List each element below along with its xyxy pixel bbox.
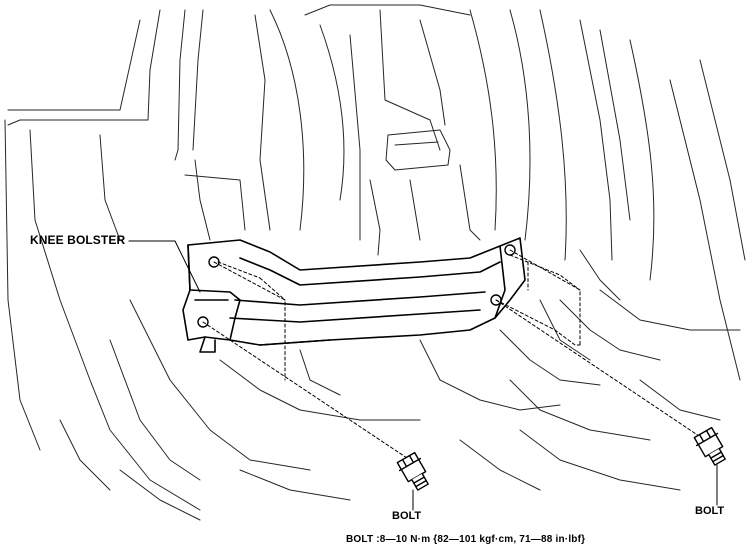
bolt-holes <box>197 244 516 328</box>
dashboard-background-outline <box>4 4 746 521</box>
installation-guide-lines <box>202 249 706 461</box>
knee-bolster-leader <box>128 240 201 293</box>
bolt-hole-lower-left <box>197 316 209 328</box>
knee-bolster-part <box>182 237 526 353</box>
bolt-left-icon <box>396 451 429 491</box>
bolt-left-label: BOLT <box>392 510 422 522</box>
bolt-right-icon <box>693 426 726 466</box>
bolt-hole-lower-right <box>490 294 502 306</box>
torque-specification: BOLT :8—10 N·m {82—101 kgf·cm, 71—88 in·… <box>346 534 586 545</box>
bolt-right-label: BOLT <box>695 505 725 517</box>
knee-bolster-label: KNEE BOLSTER <box>30 233 126 247</box>
